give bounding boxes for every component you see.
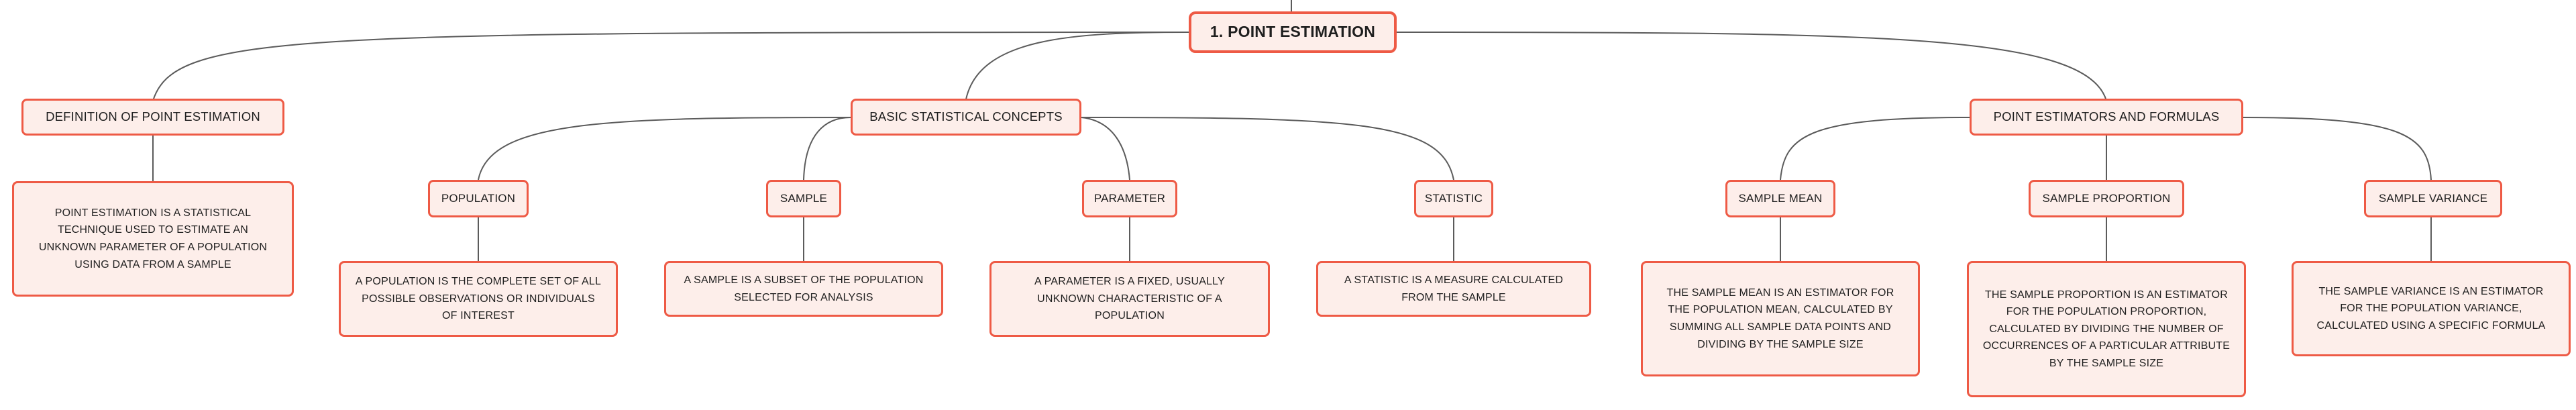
sample-mean-description-node[interactable]: THE SAMPLE MEAN IS AN ESTIMATOR FOR THE … — [1641, 261, 1920, 376]
branch-estimators-label: POINT ESTIMATORS AND FORMULAS — [1993, 109, 2220, 124]
statistic-description-node[interactable]: A STATISTIC IS A MEASURE CALCULATED FROM… — [1316, 261, 1591, 317]
leaf-sample-label: SAMPLE — [780, 191, 828, 205]
leaf-sample-proportion-node[interactable]: SAMPLE PROPORTION — [2029, 180, 2184, 217]
branch-estimators-node[interactable]: POINT ESTIMATORS AND FORMULAS — [1970, 99, 2243, 136]
sample-description-node[interactable]: A SAMPLE IS A SUBSET OF THE POPULATION S… — [664, 261, 943, 317]
connector-root-definition — [152, 32, 1189, 101]
connector-concepts-statistic — [1081, 117, 1454, 181]
leaf-parameter-label: PARAMETER — [1093, 191, 1166, 205]
sample-variance-description-text: THE SAMPLE VARIANCE IS AN ESTIMATOR FOR … — [2316, 285, 2546, 331]
connector-root-estimators — [1396, 32, 2107, 101]
connector-concepts-sample — [803, 117, 851, 181]
branch-definition-label: DEFINITION OF POINT ESTIMATION — [46, 109, 260, 124]
parameter-description-text: A PARAMETER IS A FIXED, USUALLY UNKNOWN … — [1034, 276, 1225, 322]
sample-proportion-description-text: THE SAMPLE PROPORTION IS AN ESTIMATOR FO… — [1982, 289, 2231, 369]
connector-estimators-variance — [2243, 117, 2432, 181]
sample-proportion-description-node[interactable]: THE SAMPLE PROPORTION IS AN ESTIMATOR FO… — [1967, 261, 2246, 397]
connector-concepts-parameter — [1081, 117, 1130, 181]
sample-variance-description-node[interactable]: THE SAMPLE VARIANCE IS AN ESTIMATOR FOR … — [2292, 261, 2571, 356]
leaf-statistic-label: STATISTIC — [1424, 191, 1483, 205]
definition-description-text: POINT ESTIMATION IS A STATISTICAL TECHNI… — [38, 207, 268, 270]
leaf-sample-proportion-label: SAMPLE PROPORTION — [2042, 191, 2171, 205]
sample-mean-description-text: THE SAMPLE MEAN IS AN ESTIMATOR FOR THE … — [1666, 287, 1894, 350]
population-description-text: A POPULATION IS THE COMPLETE SET OF ALL … — [355, 276, 602, 322]
population-description-node[interactable]: A POPULATION IS THE COMPLETE SET OF ALL … — [339, 261, 618, 337]
root-node[interactable]: 1. POINT ESTIMATION — [1189, 11, 1397, 53]
leaf-sample-mean-label: SAMPLE MEAN — [1738, 191, 1823, 205]
branch-definition-node[interactable]: DEFINITION OF POINT ESTIMATION — [21, 99, 284, 136]
leaf-sample-node[interactable]: SAMPLE — [766, 180, 841, 217]
leaf-sample-mean-node[interactable]: SAMPLE MEAN — [1725, 180, 1835, 217]
parameter-description-node[interactable]: A PARAMETER IS A FIXED, USUALLY UNKNOWN … — [989, 261, 1270, 337]
leaf-sample-variance-node[interactable]: SAMPLE VARIANCE — [2364, 180, 2502, 217]
connector-root-concepts — [965, 32, 1189, 100]
root-label: 1. POINT ESTIMATION — [1210, 23, 1376, 41]
connector-estimators-mean — [1780, 117, 1970, 181]
leaf-statistic-node[interactable]: STATISTIC — [1414, 180, 1493, 217]
branch-concepts-node[interactable]: BASIC STATISTICAL CONCEPTS — [851, 99, 1081, 136]
branch-concepts-label: BASIC STATISTICAL CONCEPTS — [869, 109, 1063, 124]
leaf-population-label: POPULATION — [441, 191, 516, 205]
definition-description-node[interactable]: POINT ESTIMATION IS A STATISTICAL TECHNI… — [12, 181, 294, 297]
connector-concepts-population — [478, 117, 851, 181]
leaf-sample-variance-label: SAMPLE VARIANCE — [2378, 191, 2488, 205]
leaf-parameter-node[interactable]: PARAMETER — [1082, 180, 1177, 217]
sample-description-text: A SAMPLE IS A SUBSET OF THE POPULATION S… — [684, 274, 924, 303]
statistic-description-text: A STATISTIC IS A MEASURE CALCULATED FROM… — [1344, 274, 1564, 303]
leaf-population-node[interactable]: POPULATION — [428, 180, 529, 217]
